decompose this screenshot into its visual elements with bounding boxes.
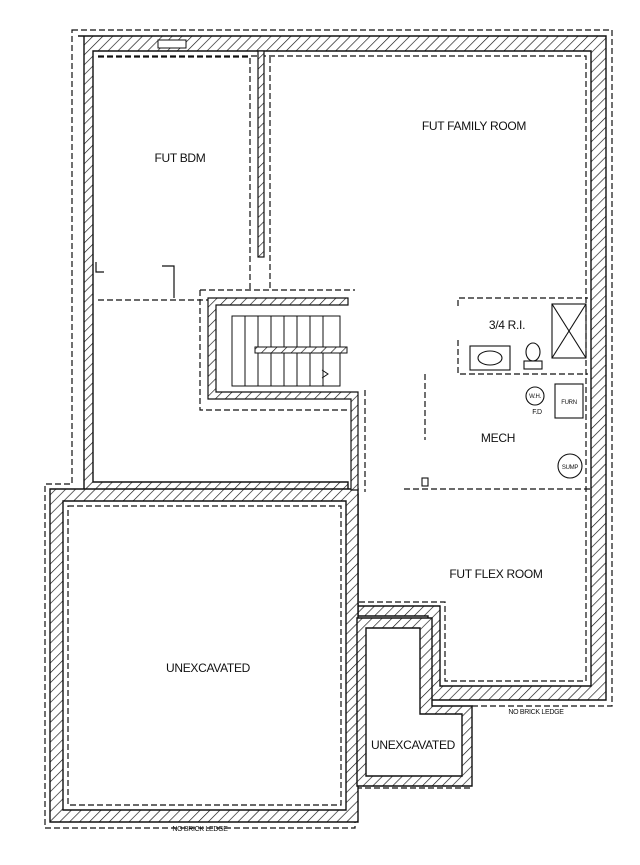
bedroom-partition-wall [257,50,265,258]
fixture-label-floor-drain: F.D [532,409,542,416]
room-label-fut-flex-room: FUT FLEX ROOM [449,567,543,581]
room-label-unexcavated-small: UNEXCAVATED [371,738,456,752]
left-unexcavated-wall [49,488,359,823]
room-label-mech: MECH [481,431,515,445]
room-label-fut-family-room: FUT FAMILY ROOM [422,119,526,133]
bedroom-dashed-partition [98,56,271,301]
small-unexcavated-wall [356,617,473,787]
inner-dashed-outline [98,55,587,682]
fixture-label-sump: SUMP [562,465,578,471]
closet-lines [95,262,175,298]
stair-dashed [199,289,366,492]
note-no-brick-ledge-right: NO BRICK LEDGE [508,709,564,716]
outer-dashed-outline [44,29,613,829]
fixture-label-furnace: FURN [561,400,576,406]
note-no-brick-ledge-bottom: NO BRICK LEDGE [172,826,228,833]
room-label-rough-in: 3/4 R.I. [489,318,525,332]
stair-wall [207,297,359,491]
bath-fixtures [421,303,587,487]
fixture-label-water-heater: W.H. [529,394,541,400]
upper-foundation-wall [78,35,607,701]
room-label-unexcavated-large: UNEXCAVATED [166,661,251,675]
left-inner-dashed [67,505,342,806]
stair-treads [231,315,348,387]
window [157,39,187,49]
room-label-fut-bdm: FUT BDM [154,151,205,165]
